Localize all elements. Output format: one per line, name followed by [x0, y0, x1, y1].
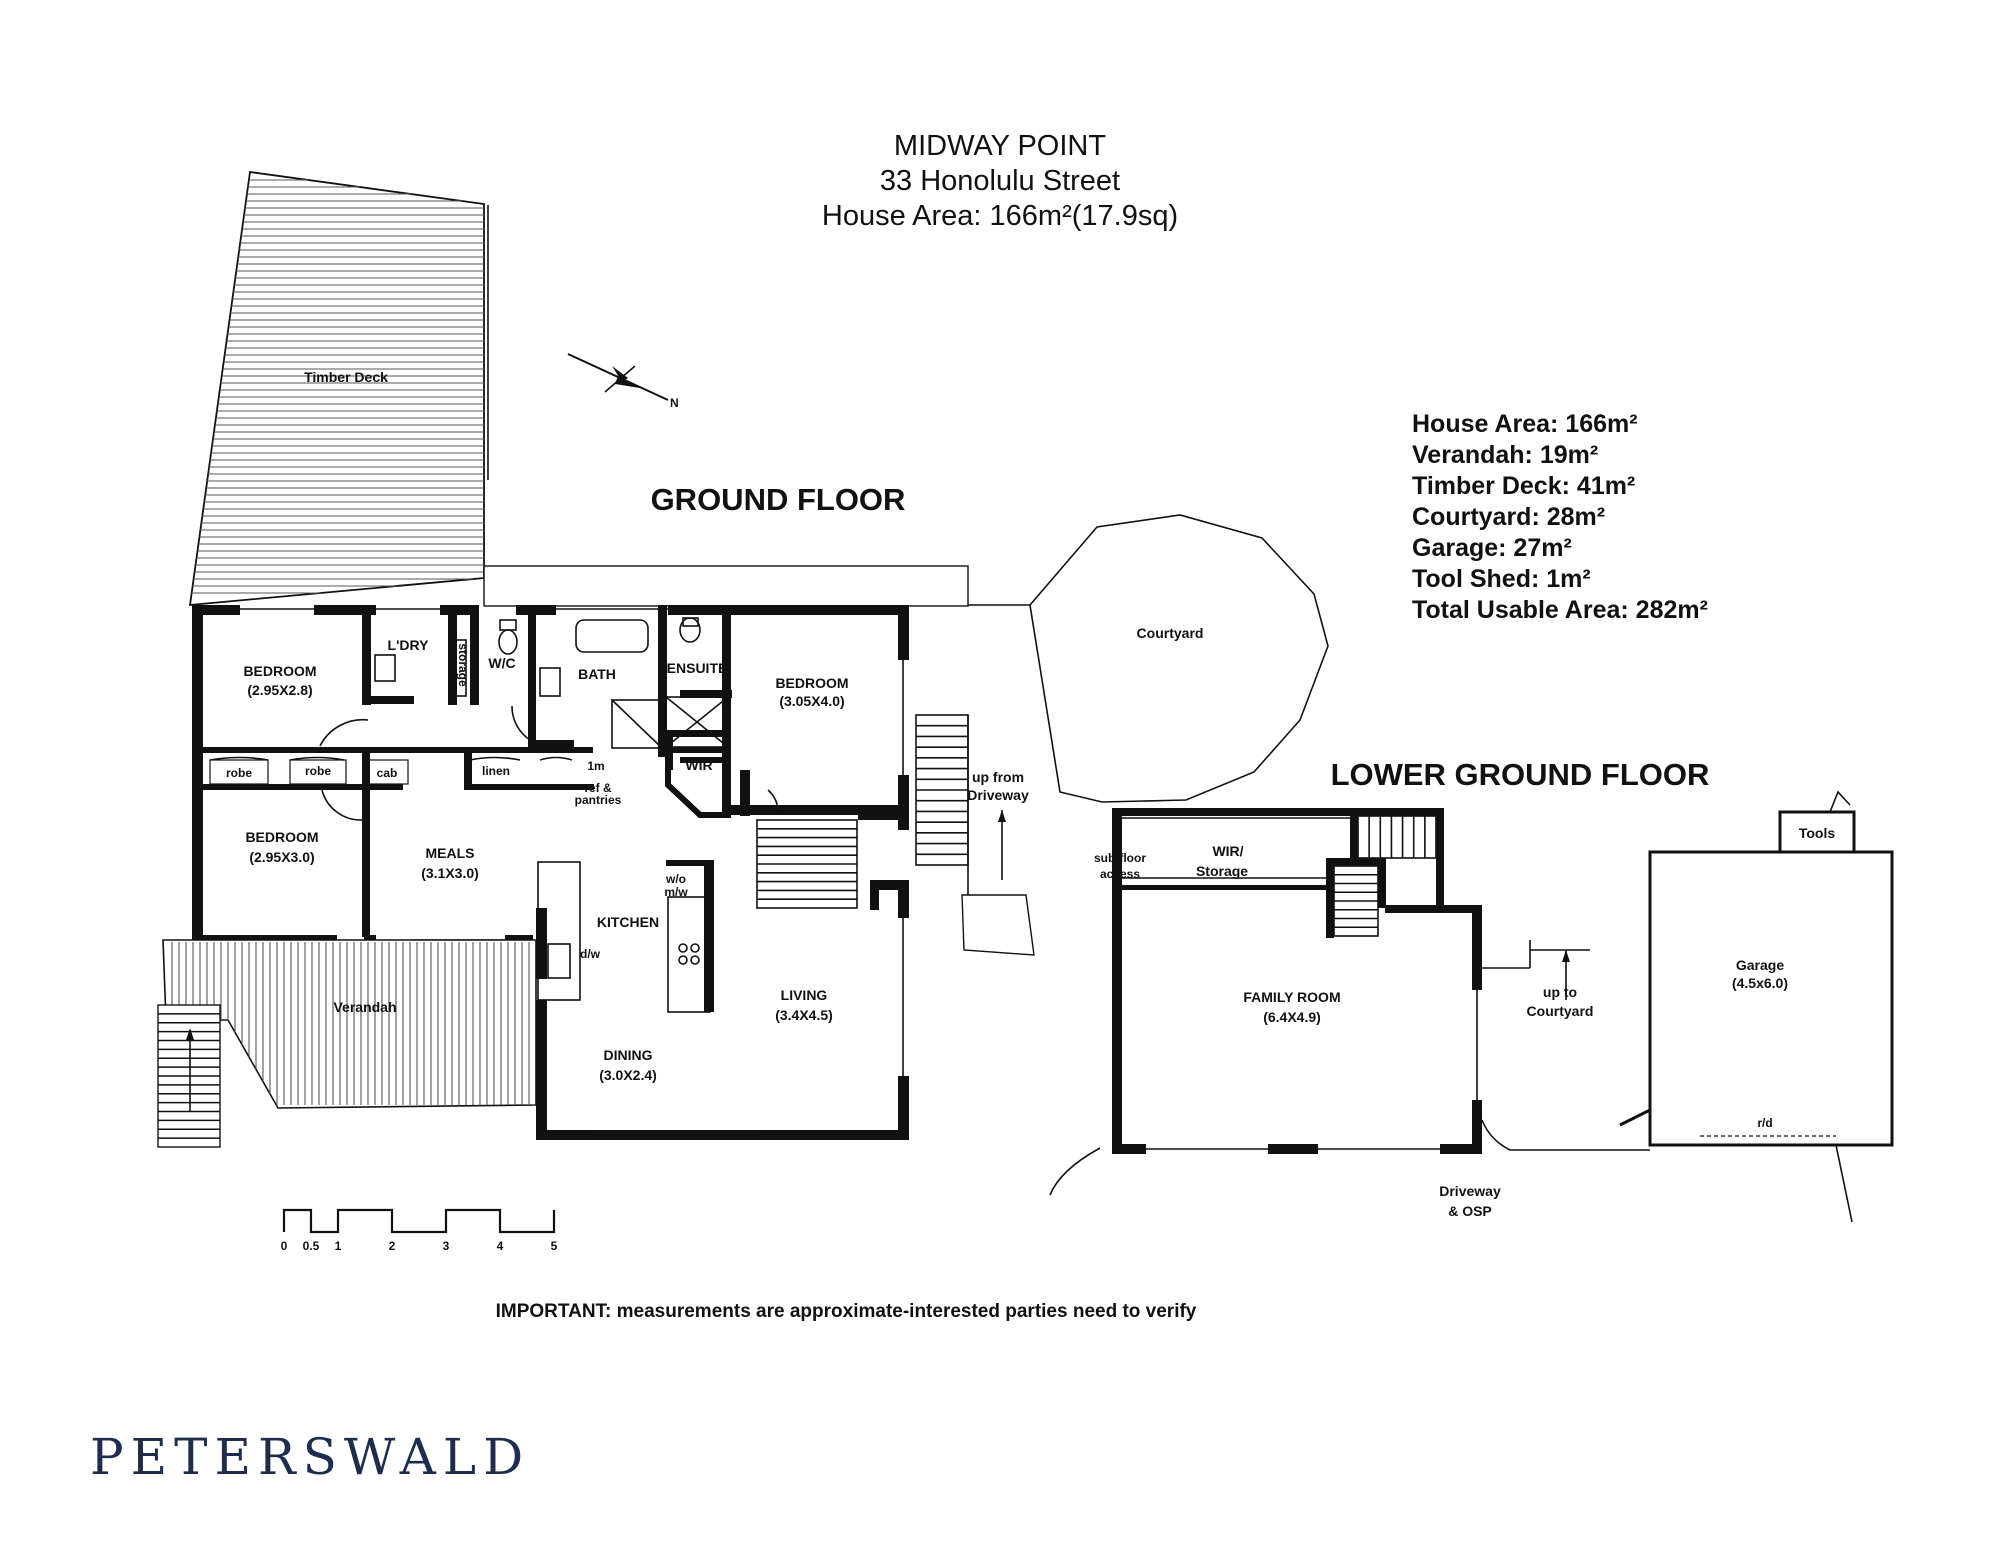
bedroom3-dim: (3.05X4.0)	[779, 693, 844, 709]
brand-logo: PETERSWALD	[90, 1428, 530, 1486]
garage: Tools Garage (4.5x6.0) r/d	[1619, 790, 1894, 1223]
robe1-label: robe	[226, 766, 252, 780]
north-label: N	[670, 396, 679, 410]
wc-label: W/C	[488, 655, 515, 671]
verandah-label: Verandah	[333, 999, 396, 1015]
ref-pantries-label: ref &	[584, 781, 612, 795]
scale-0-5: 0.5	[303, 1239, 320, 1253]
dining-dim: (3.0X2.4)	[599, 1067, 657, 1083]
area-verandah: Verandah: 19m²	[1412, 441, 1598, 469]
courtyard-label: Courtyard	[1137, 625, 1204, 641]
ground-floor-title: GROUND FLOOR	[651, 482, 906, 517]
living-label: LIVING	[781, 987, 828, 1003]
scale-3: 3	[443, 1239, 450, 1253]
tools-label: Tools	[1799, 825, 1836, 841]
one-metre-label: 1m	[587, 759, 604, 773]
verandah: Verandah	[157, 939, 537, 1148]
ensuite-label: ENSUITE	[667, 660, 728, 676]
lower-floor-walls	[1112, 808, 1482, 1154]
wall-oven-label: w/o	[665, 872, 686, 886]
scale-bar: 0 0.5 1 2 3 4 5	[281, 1208, 558, 1253]
up-to-label: up to	[1543, 984, 1577, 1000]
osp-label: & OSP	[1448, 1203, 1492, 1219]
laundry-label: L'DRY	[388, 637, 430, 653]
area-summary: House Area: 166m² Verandah: 19m² Timber …	[1412, 410, 1708, 624]
robe2-label: robe	[305, 764, 331, 778]
dishwasher-label: d/w	[580, 947, 601, 961]
bedroom2-label: BEDROOM	[245, 829, 318, 845]
courtyard: Courtyard	[968, 514, 1329, 803]
scale-4: 4	[497, 1239, 504, 1253]
family-room-label: FAMILY ROOM	[1243, 989, 1340, 1005]
north-arrow-icon: N	[567, 353, 679, 410]
linen-label: linen	[482, 764, 510, 778]
north-path	[483, 565, 969, 607]
kitchen-label: KITCHEN	[597, 914, 659, 930]
pantries-label: pantries	[575, 793, 622, 807]
area-courtyard: Courtyard: 28m²	[1412, 503, 1605, 531]
scale-5: 5	[551, 1239, 558, 1253]
roller-door-label: r/d	[1757, 1116, 1772, 1130]
garage-label: Garage	[1736, 957, 1784, 973]
scale-2: 2	[389, 1239, 396, 1253]
cab-label: cab	[377, 766, 398, 780]
meals-dim: (3.1X3.0)	[421, 865, 479, 881]
ground-floor-labels: BEDROOM (2.95X2.8) L'DRY storage W/C BAT…	[209, 637, 1029, 1083]
subfloor-label: sub-floor	[1094, 851, 1146, 865]
garage-dim: (4.5x6.0)	[1732, 975, 1788, 991]
plan-house-area: House Area: 166m²(17.9sq)	[822, 200, 1178, 232]
living-dim: (3.4X4.5)	[775, 1007, 833, 1023]
up-from-driveway-label: Driveway	[967, 787, 1029, 803]
meals-label: MEALS	[426, 845, 475, 861]
lower-floor-fixtures	[1049, 815, 1650, 1196]
driveway-label: Driveway	[1439, 1183, 1501, 1199]
timber-deck: Timber Deck	[188, 170, 489, 606]
lower-floor-labels: sub-floor access WIR/ Storage FAMILY ROO…	[1094, 843, 1593, 1219]
wir-storage-label: WIR/	[1212, 843, 1243, 859]
ground-floor-fixtures	[209, 608, 1035, 1136]
subfloor-access-label: access	[1100, 867, 1140, 881]
family-room-dim: (6.4X4.9)	[1263, 1009, 1321, 1025]
up-to-courtyard-label: Courtyard	[1527, 1003, 1594, 1019]
wir-label: WIR	[685, 757, 712, 773]
bath-label: BATH	[578, 666, 616, 682]
lower-ground-floor-title: LOWER GROUND FLOOR	[1331, 757, 1710, 792]
bedroom1-label: BEDROOM	[243, 663, 316, 679]
bedroom1-dim: (2.95X2.8)	[247, 682, 312, 698]
measurement-disclaimer: IMPORTANT: measurements are approximate-…	[496, 1301, 1197, 1322]
storage-lower-label: Storage	[1196, 863, 1248, 879]
microwave-label: m/w	[664, 885, 688, 899]
plan-suburb: MIDWAY POINT	[894, 130, 1106, 162]
area-house: House Area: 166m²	[1412, 410, 1638, 438]
area-garage: Garage: 27m²	[1412, 534, 1572, 562]
area-timber-deck: Timber Deck: 41m²	[1412, 472, 1635, 500]
area-tool-shed: Tool Shed: 1m²	[1412, 565, 1591, 593]
timber-deck-label: Timber Deck	[304, 369, 388, 385]
bedroom3-label: BEDROOM	[775, 675, 848, 691]
scale-1: 1	[335, 1239, 342, 1253]
dining-label: DINING	[604, 1047, 653, 1063]
plan-street: 33 Honolulu Street	[880, 165, 1120, 197]
up-from-label: up from	[972, 769, 1024, 785]
scale-0: 0	[281, 1239, 288, 1253]
area-total: Total Usable Area: 282m²	[1412, 596, 1708, 624]
storage-label: storage	[456, 643, 470, 687]
bedroom2-dim: (2.95X3.0)	[249, 849, 314, 865]
